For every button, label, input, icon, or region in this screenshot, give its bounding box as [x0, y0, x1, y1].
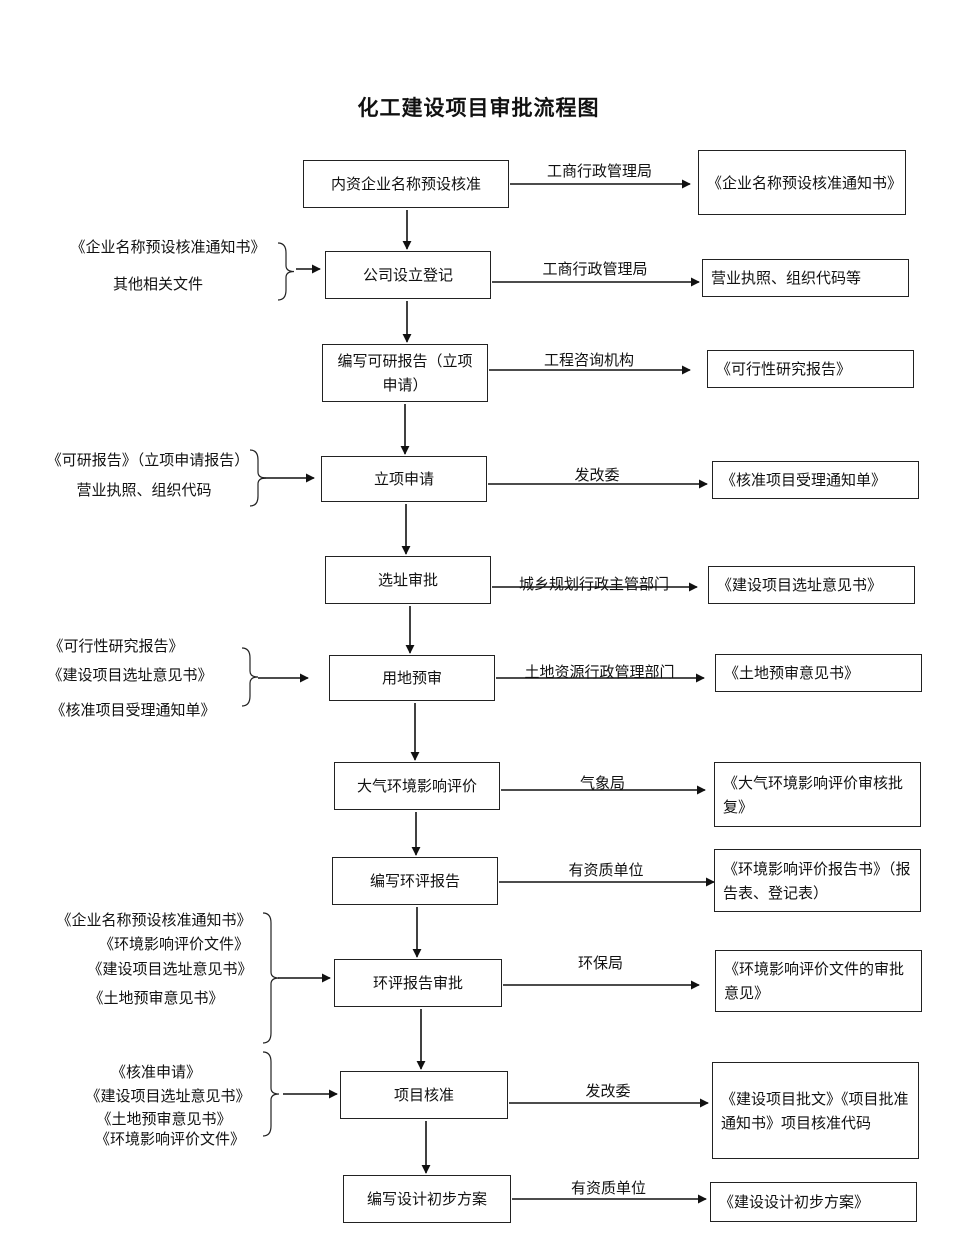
input-brace	[262, 1051, 280, 1137]
input-document-label: 营业执照、组织代码	[76, 481, 212, 499]
process-step-box: 环评报告审批	[334, 959, 502, 1007]
authority-label: 发改委	[574, 466, 620, 484]
input-document-label: 《核准申请》	[110, 1063, 201, 1081]
input-document-label: 《建设项目选址意见书》	[47, 666, 213, 684]
authority-label: 工商行政管理局	[546, 162, 652, 180]
input-document-label: 《企业名称预设核准通知书》	[56, 911, 252, 929]
input-brace	[277, 242, 295, 301]
authority-label: 工商行政管理局	[542, 260, 648, 278]
authority-label: 发改委	[585, 1082, 631, 1100]
authority-label: 土地资源行政管理部门	[524, 663, 675, 681]
process-step-box: 编写可研报告（立项申请）	[322, 344, 488, 402]
process-step-box: 选址审批	[325, 556, 491, 604]
output-document-box: 《建设设计初步方案》	[710, 1182, 917, 1222]
output-document-box: 《大气环境影响评价审核批复》	[714, 762, 921, 827]
input-document-label: 《企业名称预设核准通知书》	[70, 238, 266, 256]
output-document-box: 《可行性研究报告》	[707, 350, 914, 388]
output-document-box: 《企业名称预设核准通知书》	[698, 150, 906, 215]
authority-label: 有资质单位	[568, 861, 644, 879]
page-title: 化工建设项目审批流程图	[357, 95, 600, 120]
output-document-box: 营业执照、组织代码等	[702, 259, 909, 297]
input-document-label: 其他相关文件	[112, 275, 203, 293]
input-document-label: 《核准项目受理通知单》	[50, 701, 216, 719]
authority-label: 气象局	[579, 774, 625, 792]
process-step-box: 用地预审	[329, 655, 495, 701]
process-step-box: 内资企业名称预设核准	[303, 160, 509, 208]
authority-label: 有资质单位	[570, 1179, 646, 1197]
input-document-label: 《土地预审意见书》	[88, 989, 224, 1007]
output-document-box: 《环境影响评价文件的审批意见》	[715, 950, 922, 1012]
input-document-label: 《建设项目选址意见书》	[87, 960, 253, 978]
authority-label: 工程咨询机构	[543, 351, 634, 369]
process-step-box: 立项申请	[321, 456, 487, 502]
input-document-label: 《土地预审意见书》	[96, 1110, 232, 1128]
input-document-label: 《可研报告》（立项申请报告）	[46, 451, 250, 469]
process-step-box: 公司设立登记	[325, 251, 491, 299]
process-step-box: 项目核准	[340, 1071, 508, 1119]
authority-label: 环保局	[577, 954, 623, 972]
process-step-box: 编写设计初步方案	[343, 1175, 511, 1223]
input-document-label: 《建设项目选址意见书》	[85, 1087, 251, 1105]
process-step-box: 编写环评报告	[332, 857, 498, 905]
input-document-label: 《环境影响评价文件》	[94, 1130, 245, 1148]
process-step-box: 大气环境影响评价	[334, 762, 500, 810]
output-document-box: 《建设项目选址意见书》	[708, 566, 915, 604]
input-document-label: 《可行性研究报告》	[48, 637, 184, 655]
input-document-label: 《环境影响评价文件》	[98, 935, 249, 953]
output-document-box: 《建设项目批文》《项目批准通知书》项目核准代码	[712, 1062, 919, 1159]
input-brace	[241, 647, 259, 707]
output-document-box: 《土地预审意见书》	[715, 654, 922, 692]
output-document-box: 《环境影响评价报告书》（报告表、登记表）	[714, 849, 921, 912]
authority-label: 城乡规划行政主管部门	[518, 575, 669, 593]
output-document-box: 《核准项目受理通知单》	[712, 461, 919, 499]
